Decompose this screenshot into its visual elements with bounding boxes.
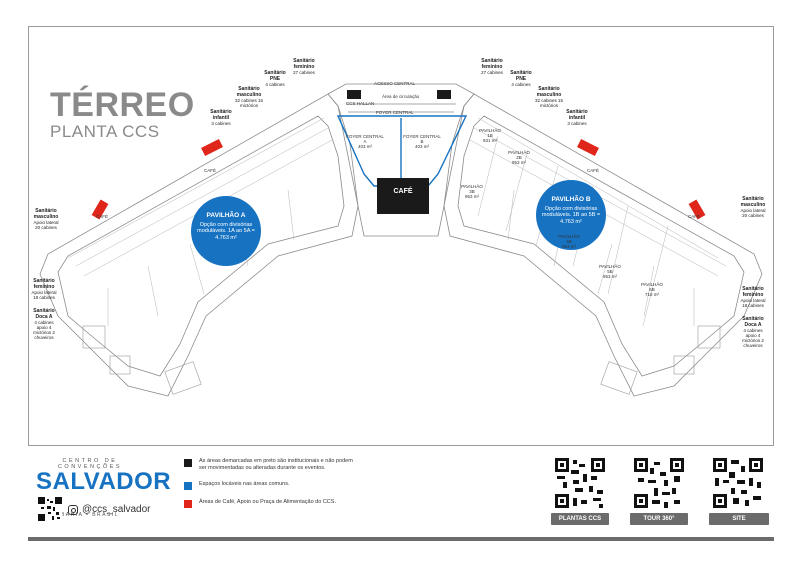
foyer-outline [336, 115, 468, 187]
bottom-bar [28, 537, 774, 541]
page-title: TÉRREO PLANTA CCS [50, 88, 195, 142]
small-qr-code[interactable] [38, 497, 62, 521]
instagram-handle[interactable]: @ccs_salvador [68, 504, 151, 515]
legend-text-black: As áreas demarcadas em preto são institu… [199, 458, 353, 471]
foyer-b-label: FOYER CENTRAL B 403 m² [402, 134, 442, 149]
pavilion-b-name: PAVILHÃO B [551, 196, 591, 203]
btn-site[interactable]: SITE [709, 513, 769, 525]
central-cafe-label: CAFÉ [393, 188, 413, 195]
central-outline [327, 83, 475, 237]
ccs-hallan-label: CCS HALLAN [346, 101, 375, 106]
floor-plan [39, 83, 763, 397]
qr-site[interactable] [713, 458, 763, 508]
pavilion-a-desc: Opção com divisórias moduláveis. 1A ao 5… [197, 221, 255, 241]
foyer-a-area: 403 m² [357, 144, 372, 149]
right-wing-inner [457, 115, 745, 377]
legend-text-red: Áreas de Café, Apoio ou Praça de Aliment… [199, 499, 336, 505]
pavilion-b-desc: Opção com divisórias moduláveis. 1B ao 5… [541, 205, 601, 225]
btn-plantas-ccs[interactable]: PLANTAS CCS [551, 513, 609, 525]
area-circulacao-label: Área de circulação [382, 94, 420, 99]
legend-swatch-red [184, 500, 192, 508]
pavilion-b[interactable]: PAVILHÃO B Opção com divisórias moduláve… [536, 180, 606, 250]
foyer-b-area: 403 m² [414, 144, 429, 149]
legend-item-blue: Espaços locáveis nas áreas comuns. [184, 481, 354, 490]
foyer-central-label: FOYER CENTRAL [376, 110, 414, 115]
title-main: TÉRREO [50, 86, 195, 124]
qr-plantas-ccs[interactable] [555, 458, 605, 508]
cafe-label-right: CAFÉ [688, 214, 701, 219]
ccs-hallan-block-right [437, 90, 451, 99]
pavilion-a[interactable]: PAVILHÃO A Opção com divisórias moduláve… [191, 196, 261, 266]
cafe-label-left: CAFÉ [96, 214, 109, 219]
cafe-label-left-top: CAFÉ [204, 168, 217, 173]
title-sub: PLANTA CCS [50, 122, 160, 141]
foyer-b-name: FOYER CENTRAL B [403, 134, 441, 144]
central-cafe: CAFÉ [377, 178, 429, 214]
pavilion-a-name: PAVILHÃO A [206, 212, 246, 219]
btn-tour-360[interactable]: TOUR 360° [630, 513, 688, 525]
legend-item-black: As áreas demarcadas em preto são institu… [184, 458, 354, 472]
legend-item-red: Áreas de Café, Apoio ou Praça de Aliment… [184, 499, 354, 508]
foyer-a-name: FOYER CENTRAL A [346, 134, 384, 144]
logo-name: SALVADOR [36, 468, 172, 495]
ccs-hallan-block-left [347, 90, 361, 99]
qr-tour-360[interactable] [634, 458, 684, 508]
foyer-a-label: FOYER CENTRAL A 403 m² [345, 134, 385, 149]
legend-text-blue: Espaços locáveis nas áreas comuns. [199, 481, 290, 487]
logo-bottom-text: BAHIA • BRASIL [60, 512, 120, 518]
instagram-icon [68, 504, 78, 515]
acesso-central-label: ACESSO CENTRAL [374, 81, 416, 86]
cafe-label-right-top: CAFÉ [587, 168, 600, 173]
logo-top-text: CENTRO DE CONVENÇÕES [57, 458, 123, 470]
legend: As áreas demarcadas em preto são institu… [184, 458, 354, 517]
map-frame [28, 26, 774, 446]
instagram-handle-text: @ccs_salvador [82, 504, 151, 515]
legend-swatch-blue [184, 482, 192, 490]
legend-swatch-black [184, 459, 192, 467]
